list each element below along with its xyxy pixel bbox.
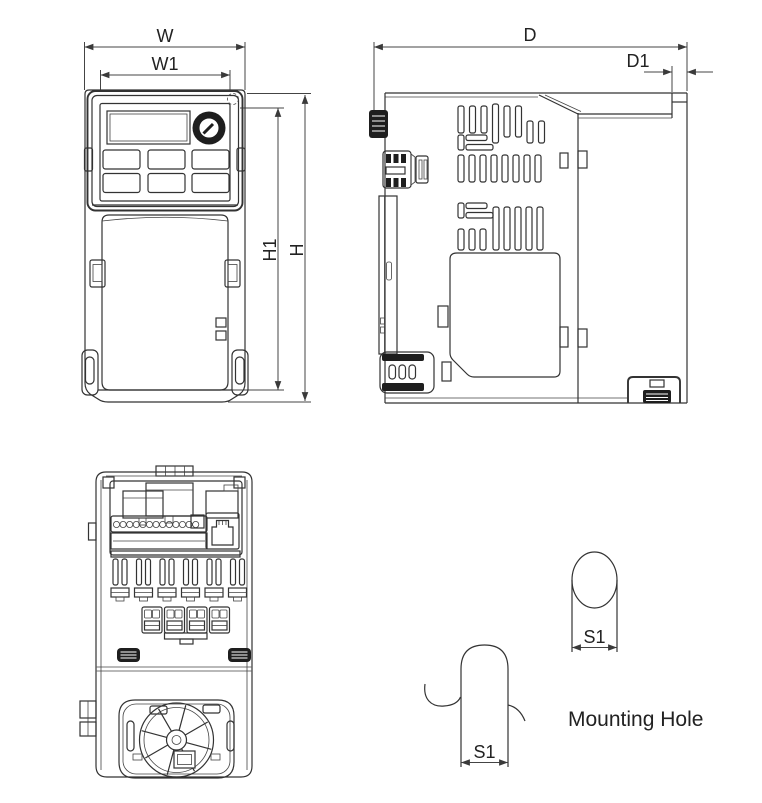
power-terminal — [133, 558, 154, 602]
fan-foot — [210, 753, 221, 761]
lcd-display-inner — [109, 113, 188, 142]
dim-label-h1: H1 — [260, 238, 280, 261]
side-clip-right — [224, 259, 241, 288]
front-view: W W1 H1 H — [81, 26, 311, 403]
dimension-d: D — [373, 25, 688, 110]
mounting-tab — [577, 328, 588, 348]
fan-screw-slot — [149, 705, 168, 715]
corner-screw-boss — [233, 476, 246, 489]
front-cover — [81, 214, 249, 396]
fan-foot — [132, 753, 143, 761]
output-terminal — [208, 606, 231, 634]
heatsink-vents — [457, 103, 546, 251]
nameplate-panel — [449, 252, 561, 378]
power-terminal — [110, 558, 130, 602]
dim-label-h: H — [287, 244, 307, 257]
keypad-button — [102, 172, 141, 194]
side-clip-left — [89, 259, 106, 288]
cooling-fan — [118, 699, 235, 779]
din-rail-clip — [627, 376, 681, 403]
drive-body-side — [369, 92, 688, 404]
mounting-hole-caption: Mounting Hole — [568, 708, 703, 731]
cover-latch-slot — [215, 317, 227, 328]
drive-body-bottom — [95, 471, 253, 778]
keypad-button — [191, 172, 230, 194]
control-knob-icon — [192, 111, 226, 145]
upper-latch — [382, 150, 429, 189]
terminal-bracket — [163, 632, 208, 640]
power-terminal — [157, 558, 177, 602]
dim-label-s1-bottom: S1 — [473, 742, 495, 762]
cover-latch-slot — [215, 330, 227, 341]
power-terminal — [204, 558, 224, 602]
keypad-frame-inner — [91, 94, 240, 208]
mounting-screw-mark — [227, 93, 239, 105]
fan-screw-slot — [202, 704, 221, 714]
keypad-button — [102, 149, 141, 170]
power-terminal — [180, 558, 201, 602]
top-flange — [538, 93, 687, 119]
keypad-button — [191, 149, 230, 170]
mounting-tab — [437, 305, 449, 328]
mounting-hole-detail: S1 S1 Mounting Hole — [424, 551, 703, 767]
keypad — [83, 90, 246, 212]
jumper-connector — [190, 514, 205, 529]
output-terminal — [141, 606, 163, 634]
keypad-frame — [86, 90, 244, 212]
keypad-button — [147, 149, 186, 170]
front-edge-panel — [378, 195, 398, 355]
dimension-w1: W1 — [100, 54, 231, 91]
dim-label-s1-top: S1 — [583, 627, 605, 647]
corner-screw-boss — [102, 476, 115, 489]
keypad-side-clip-right — [236, 147, 246, 172]
keypad-side-clip-left — [83, 147, 94, 172]
dimension-w: W — [84, 26, 246, 90]
side-view: D D1 — [369, 25, 713, 404]
slot-flare-right — [507, 704, 526, 722]
dimension-h1: H1 — [232, 107, 284, 391]
mounting-hole-slot: S1 — [424, 644, 526, 767]
control-board-area — [109, 480, 243, 558]
mounting-tab — [559, 326, 569, 348]
control-terminal-strip — [110, 515, 208, 533]
terminal-tab — [179, 638, 194, 645]
slot-flare-left — [424, 683, 462, 707]
drive-body-front — [84, 89, 246, 403]
dim-label-w1: W1 — [152, 54, 179, 74]
keypad-panel — [99, 102, 231, 202]
keypad-button — [147, 172, 186, 194]
bottom-view — [79, 465, 253, 779]
fan-side-slot — [126, 720, 135, 752]
mounting-tab — [559, 152, 569, 169]
power-terminal — [227, 558, 248, 602]
output-terminal — [163, 606, 186, 634]
mounting-tab — [441, 361, 452, 382]
mounting-hole-round: S1 — [571, 551, 618, 652]
cover-latch — [227, 647, 252, 663]
output-terminal — [186, 606, 208, 634]
dim-label-d: D — [524, 25, 537, 45]
fan-side-slot — [226, 720, 235, 752]
cover-latch — [116, 647, 141, 663]
dimension-h: H — [228, 93, 311, 403]
dim-label-d1: D1 — [626, 51, 649, 71]
dimension-d1: D1 — [626, 51, 713, 92]
side-hinge — [87, 522, 97, 541]
fan-cable-cover — [173, 750, 196, 769]
lcd-display — [106, 110, 191, 145]
dim-label-w: W — [157, 26, 174, 46]
lower-latch — [379, 351, 435, 394]
terminal-connector-block — [369, 110, 388, 138]
power-terminals — [110, 558, 248, 645]
top-tab — [155, 465, 194, 477]
mounting-tab — [577, 150, 588, 169]
rj45-port — [205, 512, 240, 550]
